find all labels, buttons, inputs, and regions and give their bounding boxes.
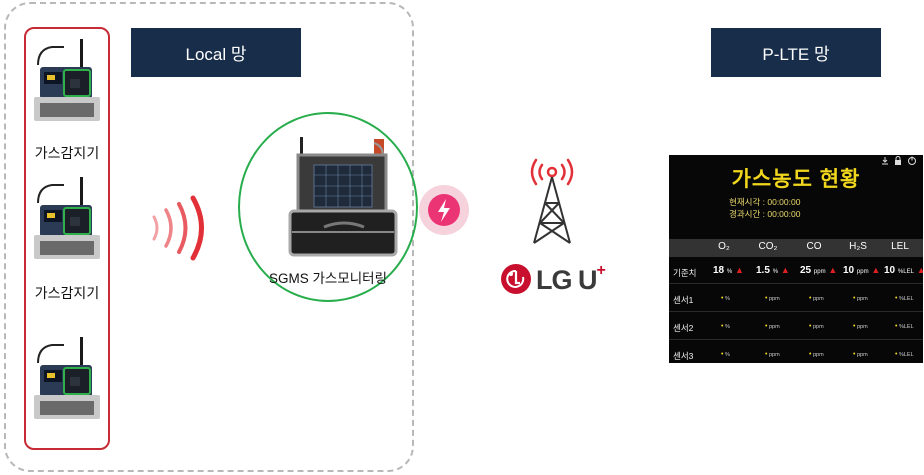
plte-network-badge-label: P-LTE 망 — [762, 45, 830, 64]
row-separator — [669, 339, 923, 340]
column-header-o2: O₂ — [718, 241, 730, 252]
sensor-3-lel-unit: %LEL — [898, 352, 914, 358]
gas-detector-label-2: 가스감지기 — [34, 285, 100, 301]
sensor-row-label-2: 센서2 — [673, 323, 694, 333]
lg-uplus-plus: + — [596, 262, 606, 279]
sensor-1-lel: • %LEL — [895, 295, 914, 302]
monitor-toolbar-icons — [882, 156, 916, 166]
reference-value-co: 25 ppm ▲ — [800, 265, 837, 276]
reference-value-co2: 1.5 % ▲ — [756, 265, 790, 276]
row-separator — [669, 283, 923, 284]
reference-value-co2-text: 1.5 — [756, 265, 770, 276]
sensor-1-h2s-unit: ppm — [856, 296, 868, 302]
sensor-row-label-3: 센서3 — [673, 351, 694, 361]
gas-detector-3 — [33, 336, 101, 420]
sensor-1-h2s: • ppm — [853, 295, 868, 302]
sensor-2-h2s-unit: ppm — [856, 324, 868, 330]
monitoring-hub-circle — [238, 112, 418, 302]
reference-value-h2s-text: 10 — [843, 265, 855, 276]
column-header-co2: CO₂ — [758, 241, 778, 252]
gas-concentration-monitor: 가스농도 현황 현재시각 : 00:00:00 경과시간 : 00:00:00 … — [669, 155, 923, 363]
sensor-1-co-unit: ppm — [812, 296, 824, 302]
sensor-3-o2-unit: % — [724, 352, 730, 358]
sensor-2-co: • ppm — [809, 323, 824, 330]
lg-logo-icon — [501, 264, 531, 294]
reference-value-o2: 18 % ▲ — [713, 265, 744, 276]
cell-tower-icon — [530, 158, 574, 244]
sgms-monitor-case — [288, 137, 398, 257]
sensor-2-o2: • % — [721, 323, 730, 330]
local-network-badge-label: Local 망 — [185, 45, 247, 64]
sensor-3-lel: • %LEL — [895, 351, 914, 358]
column-header-co: CO — [806, 241, 822, 252]
sensor-3-co2: • ppm — [765, 351, 780, 358]
lightning-icon — [419, 185, 469, 235]
reference-unit-h2s: ppm — [856, 269, 869, 275]
up-arrow-icon: ▲ — [735, 265, 744, 275]
reference-value-lel: 10 %LEL ▲ — [884, 265, 923, 276]
sensor-2-o2-unit: % — [724, 324, 730, 330]
up-arrow-icon: ▲ — [916, 265, 923, 275]
gas-detector-devices — [33, 38, 101, 420]
sensor-2-lel-unit: %LEL — [898, 324, 914, 330]
monitor-header-row — [669, 239, 923, 257]
sensor-3-o2: • % — [721, 351, 730, 358]
reference-unit-o2: % — [726, 269, 733, 275]
lg-uplus-text: LG U+ — [536, 262, 606, 296]
current-time-label: 현재시각 : 00:00:00 — [729, 197, 801, 207]
sgms-monitor-label: SGMS 가스모니터링 — [268, 271, 388, 286]
sensor-2-h2s: • ppm — [853, 323, 868, 330]
plte-network-badge: P-LTE 망 — [711, 28, 881, 77]
sensor-1-o2: • % — [721, 295, 730, 302]
reference-value-co-text: 25 — [800, 265, 812, 276]
sensor-1-co2: • ppm — [765, 295, 780, 302]
up-arrow-icon: ▲ — [828, 265, 838, 275]
reference-unit-co2: % — [772, 269, 779, 275]
reference-value-lel-text: 10 — [884, 265, 896, 276]
reference-row-label: 기준치 — [673, 268, 697, 278]
sensor-row-label-1: 센서1 — [673, 295, 694, 305]
lock-icon[interactable] — [895, 156, 901, 166]
column-header-h2s: H₂S — [849, 241, 867, 252]
column-header-lel: LEL — [891, 241, 909, 252]
sensor-1-o2-unit: % — [724, 296, 730, 302]
sensor-1-co: • ppm — [809, 295, 824, 302]
up-arrow-icon: ▲ — [871, 265, 881, 275]
wifi-waves-icon — [152, 195, 204, 261]
gas-detector-label-1: 가스감지기 — [34, 145, 100, 161]
reference-value-o2-text: 18 — [713, 265, 725, 276]
download-icon[interactable] — [882, 157, 888, 165]
sensor-2-co2: • ppm — [765, 323, 780, 330]
sensor-3-h2s: • ppm — [853, 351, 868, 358]
up-arrow-icon: ▲ — [780, 265, 790, 275]
sensor-2-co2-unit: ppm — [768, 324, 780, 330]
row-separator — [669, 311, 923, 312]
sensor-3-co-unit: ppm — [812, 352, 824, 358]
power-icon[interactable] — [908, 156, 916, 165]
elapsed-time-label: 경과시간 : 00:00:00 — [729, 209, 801, 219]
sensor-3-h2s-unit: ppm — [856, 352, 868, 358]
lg-uplus-letters: LG U — [536, 265, 597, 295]
reference-value-h2s: 10 ppm ▲ — [843, 265, 880, 276]
sensor-2-lel: • %LEL — [895, 323, 914, 330]
sensor-3-co: • ppm — [809, 351, 824, 358]
gas-detector-2 — [33, 176, 101, 260]
sensor-2-co-unit: ppm — [812, 324, 824, 330]
monitor-title: 가스농도 현황 — [731, 168, 861, 191]
sensor-1-co2-unit: ppm — [768, 296, 780, 302]
sensor-3-co2-unit: ppm — [768, 352, 780, 358]
reference-unit-co: ppm — [813, 269, 826, 275]
reference-unit-lel: %LEL — [897, 269, 914, 275]
local-network-badge: Local 망 — [131, 28, 301, 77]
sensor-1-lel-unit: %LEL — [898, 296, 914, 302]
gas-detector-1 — [33, 38, 101, 122]
